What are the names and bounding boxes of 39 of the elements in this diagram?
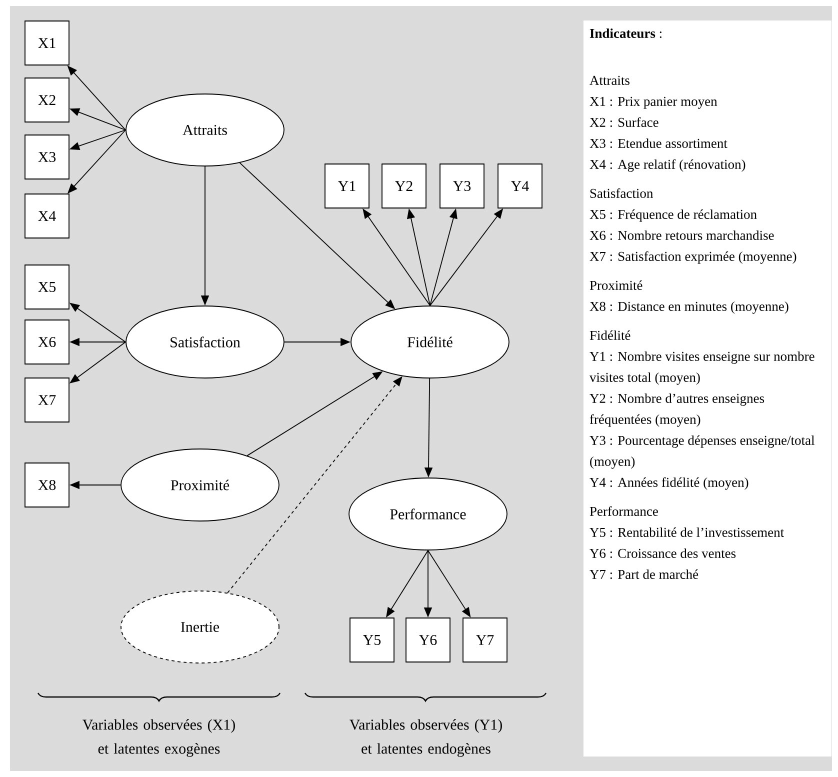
legend-panel: Indicateurs : Attraits X1 : Prix panier moyen X2 : Surface X3 : Etendue assortiment X4 : Age relatif (rénovation) Satisfaction X5 : Fréquence de réclamation X6 : Nombre retours marchandise X7 : Satisfaction exprimée (moyenne) Proximité X8 : Distance en minutes (moyenne) Fidélité Y1 : Nombre visites enseigne sur nombre visites total (moyen) Y2 : Nombre d’autres enseignes fréquentées (moyen) Y3 : Pourcentage dépenses enseigne/total (moyen) Y4 : Années fidélité (moyen) Performance Y5 : Rentabilité de l’investissement Y6 : Croissance des ventes Y7 : Part de marché [583,20,832,756]
indicator-box: Y5 [350,618,394,662]
node-label: X4 : Age relatif (rénovation) [590,159,746,172]
node-label: X6 : Nombre retours marchandise [590,230,774,240]
indicator-box: Y2 [382,164,426,208]
indicator-box: Y6 [406,618,450,662]
indicator-box: X3 [24,134,70,180]
indicator-box: Y1 [324,164,370,208]
indicator-box: X6 [24,320,70,364]
node-label: Attraits [590,76,630,85]
indicator-box: Y7 [462,618,508,662]
indicator-box: Y4 [498,164,542,208]
caption-text: Variables observées (Y1) et latentes endogènes [350,719,502,757]
node-label: Proximité [590,280,642,290]
indicator-box: X8 [24,462,70,508]
node-label: X3 : Etendue assortiment [590,138,728,148]
node-label: X1 : Prix panier moyen [590,96,718,109]
indicator-box: X4 [24,194,70,238]
indicator-box: X1 [24,20,70,66]
node-label: Y7 : Part de marché [590,569,698,580]
node-label: Y1 : Nombre visites enseigne sur nombre visites total (moyen) [589,351,814,385]
indicator-box: X5 [24,264,70,310]
node-label: X8 : Distance en minutes (moyenne) [590,301,788,314]
node-label: X5 : Fréquence de réclamation [590,209,757,222]
node-label: Performance [590,506,658,516]
node-label: Y5 : Rentabilité de l’investissement [590,527,784,538]
node-label: Satisfaction [590,188,653,198]
node-label: Y6 : Croissance des ventes [590,548,736,558]
node-label: X2 : Surface [590,117,658,128]
indicator-box: X7 [24,378,70,422]
node-label: Y4 : Années fidélité (moyen) [590,477,748,490]
node-label: Y3 : Pourcentage dépenses enseigne/total (moyen) [590,435,815,469]
node-label: Indicateurs : [590,28,662,38]
indicator-box: X2 [24,78,70,122]
node-label: Y2 : Nombre d’autres enseignes fréquentées (moyen) [590,393,764,427]
node-label: Fidélité [590,330,630,340]
caption-text: Variables observées (X1) et latentes exogènes [82,719,235,757]
node-label: X7 : Satisfaction exprimée (moyenne) [590,251,796,264]
indicator-box: Y3 [440,164,484,208]
